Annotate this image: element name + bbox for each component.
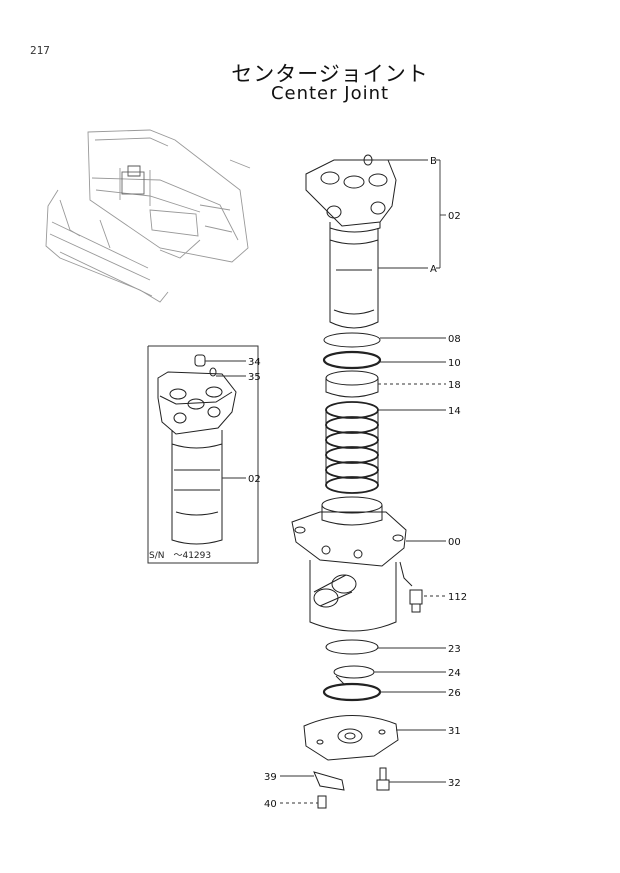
- callout-35: 35: [248, 372, 261, 383]
- inset-box: [147, 345, 259, 564]
- plate-39: [313, 771, 345, 791]
- callout-32: 32: [448, 778, 461, 789]
- oring-26: [322, 682, 382, 702]
- ring-08: [323, 332, 381, 348]
- oring-10: [322, 350, 382, 370]
- callout-24: 24: [448, 668, 461, 679]
- callout-26: 26: [448, 688, 461, 699]
- spindle-02: [305, 154, 397, 329]
- seal-stack-14: [325, 401, 379, 494]
- callout-00: 00: [448, 537, 461, 548]
- callout-10: 10: [448, 358, 461, 369]
- callout-23: 23: [448, 644, 461, 655]
- ring-24: [333, 665, 375, 685]
- bolt-32: [376, 767, 390, 791]
- title-english: Center Joint: [270, 83, 390, 104]
- page-number: 217: [30, 44, 50, 57]
- callout-31: 31: [448, 726, 461, 737]
- callout-b: B: [430, 156, 437, 167]
- callout-08: 08: [448, 334, 461, 345]
- callout-02: 02: [448, 211, 461, 222]
- serial-note: S/N ～41293: [149, 551, 212, 561]
- machine-location-sketch: [45, 129, 251, 303]
- callout-14: 14: [448, 406, 461, 417]
- callout-a: A: [430, 264, 437, 275]
- callout-112: 112: [448, 592, 467, 603]
- title-japanese: センタージョイント: [231, 62, 429, 86]
- ring-18: [325, 370, 379, 398]
- cover-31: [303, 715, 399, 761]
- bolt-112: [409, 589, 423, 613]
- bolt-40: [317, 795, 327, 809]
- callout-39: 39: [264, 772, 277, 783]
- body-00: [291, 496, 413, 632]
- leader-lines: [205, 159, 446, 804]
- ring-23: [325, 639, 379, 655]
- callout-18: 18: [448, 380, 461, 391]
- callout-labels: B A 02 08 10 18 14 00 112 23 24 26 31 32…: [248, 156, 467, 810]
- callout-02-inset: 02: [248, 474, 261, 485]
- callout-34: 34: [248, 357, 261, 368]
- callout-40: 40: [264, 799, 277, 810]
